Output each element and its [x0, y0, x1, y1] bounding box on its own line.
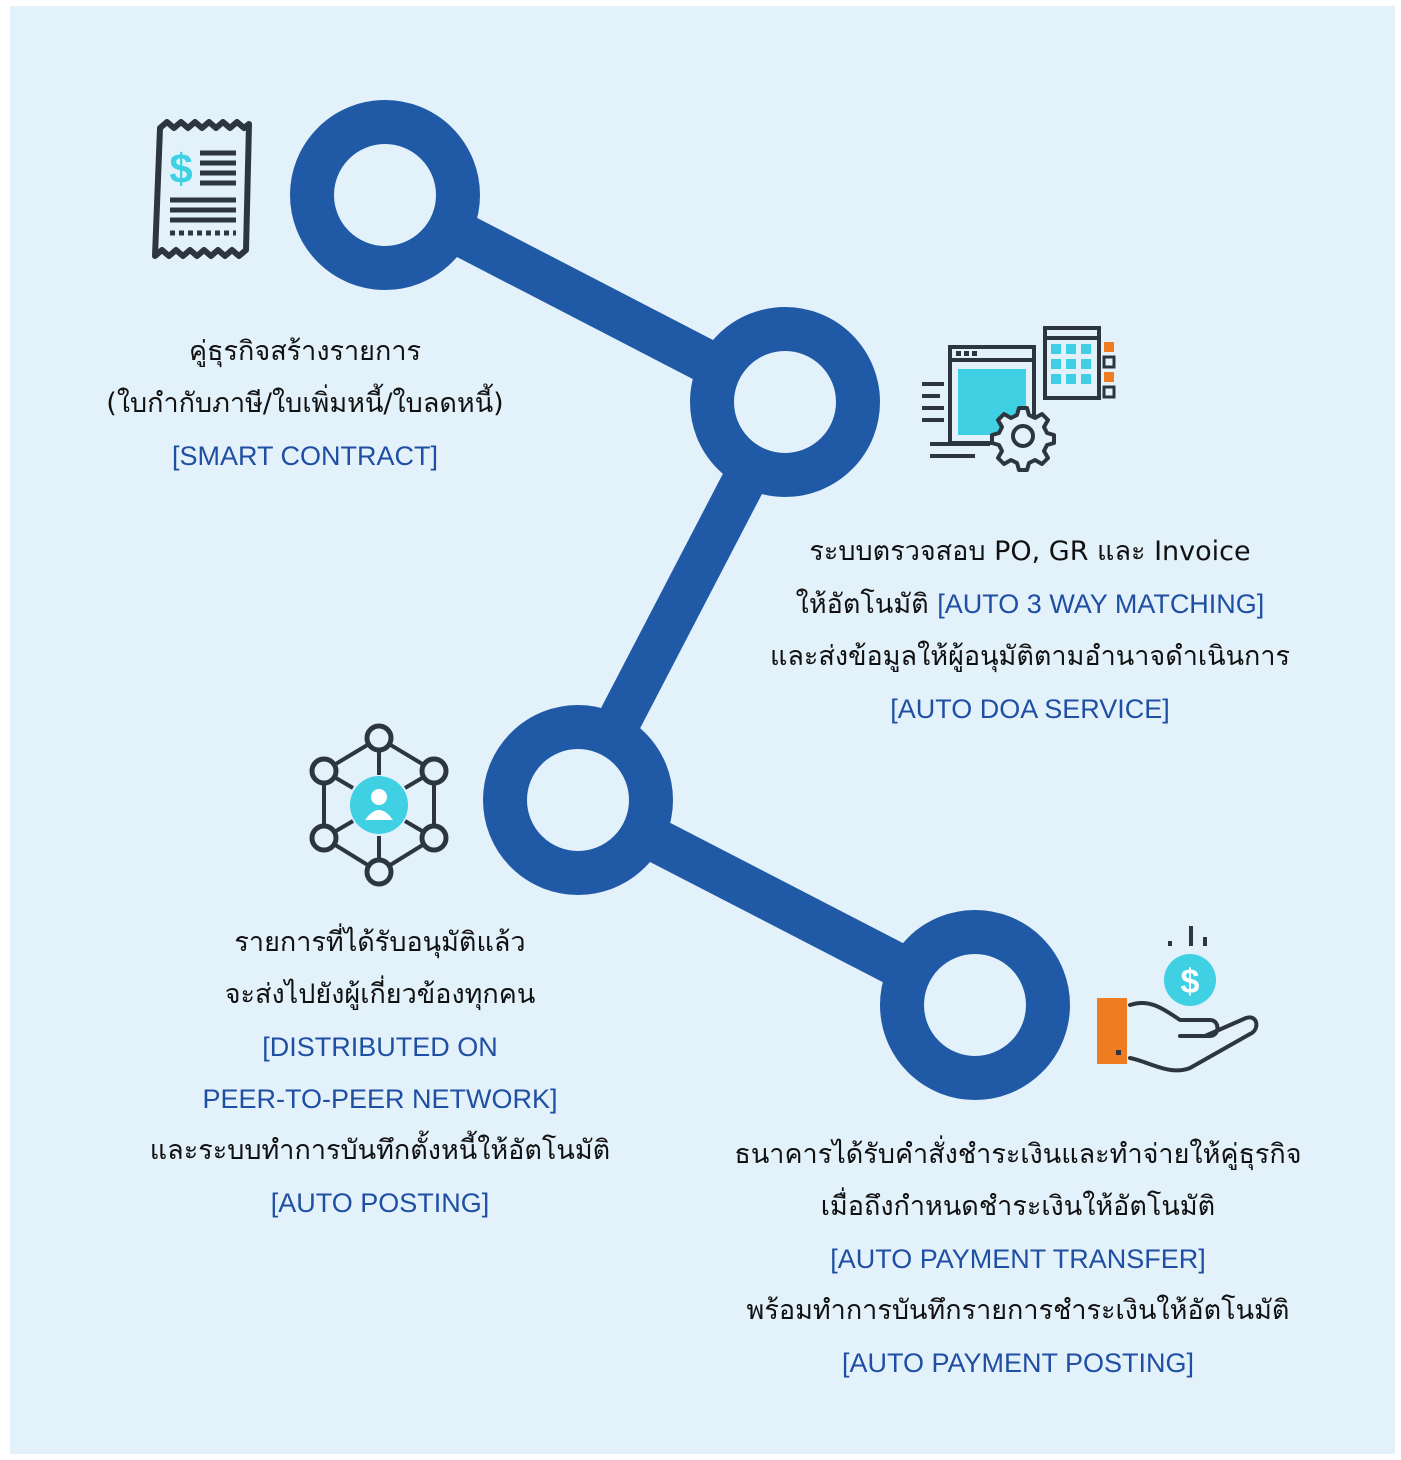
step-3-tag-line-2: PEER-TO-PEER NETWORK] — [202, 1084, 558, 1114]
step-1-tag: [SMART CONTRACT] — [171, 441, 439, 471]
step-node-2 — [690, 307, 880, 497]
step-4-line-1: ธนาคารได้รับคำสั่งชำระเงินและทำจ่ายให้คู… — [734, 1139, 1302, 1170]
step-3-line-1: รายการที่ได้รับอนุมัติแล้ว — [234, 927, 526, 958]
step-4-tag-transfer: [AUTO PAYMENT TRANSFER] — [830, 1244, 1206, 1274]
receipt-dollar-icon: $ — [152, 119, 252, 259]
hand-coin-icon: $ — [1097, 926, 1259, 1073]
step-3-tag-line-1: [DISTRIBUTED ON — [262, 1032, 498, 1062]
infographic-panel — [10, 6, 1395, 1454]
step-4-line-3: พร้อมทำการบันทึกรายการชำระเงินให้อัตโนมั… — [746, 1295, 1290, 1326]
step-3-line-3: และระบบทำการบันทึกตั้งหนี้ให้อัตโนมัติ — [149, 1135, 611, 1166]
step-node-1 — [290, 100, 480, 290]
step-1-line-2: (ใบกำกับภาษี/ใบเพิ่มหนี้/ใบลดหนี้) — [106, 388, 504, 419]
svg-text:$: $ — [169, 145, 192, 192]
step-4-tag-posting: [AUTO PAYMENT POSTING] — [841, 1348, 1195, 1378]
step-2-tag-matching: [AUTO 3 WAY MATCHING] — [937, 589, 1265, 619]
step-4-text: ธนาคารได้รับคำสั่งชำระเงินและทำจ่ายให้คู… — [700, 1129, 1336, 1389]
step-2-line-2: ให้อัตโนมัติ [AUTO 3 WAY MATCHING] — [735, 578, 1325, 631]
software-settings-icon — [922, 326, 1116, 472]
step-2-line-2-prefix: ให้อัตโนมัติ — [795, 589, 938, 620]
step-1-line-1: คู่ธุรกิจสร้างรายการ — [188, 336, 422, 367]
step-3-line-2: จะส่งไปยังผู้เกี่ยวข้องทุกคน — [224, 979, 536, 1010]
step-2-line-1: ระบบตรวจสอบ PO, GR และ Invoice — [809, 536, 1251, 567]
step-2-tag-doa: [AUTO DOA SERVICE] — [890, 694, 1170, 724]
step-2-line-3: และส่งข้อมูลให้ผู้อนุมัติตามอำนาจดำเนินก… — [769, 641, 1291, 672]
svg-text:$: $ — [1181, 963, 1200, 1001]
user-network-icon — [309, 723, 449, 887]
step-2-text: ระบบตรวจสอบ PO, GR และ Invoice ให้อัตโนม… — [735, 526, 1325, 735]
step-3-tag-posting: [AUTO POSTING] — [270, 1188, 490, 1218]
step-3-text: รายการที่ได้รับอนุมัติแล้ว จะส่งไปยังผู้… — [100, 917, 660, 1229]
step-node-4 — [880, 910, 1070, 1100]
step-node-3 — [483, 705, 673, 895]
step-1-text: คู่ธุรกิจสร้างรายการ (ใบกำกับภาษี/ใบเพิ่… — [70, 326, 540, 482]
step-4-line-2: เมื่อถึงกำหนดชำระเงินให้อัตโนมัติ — [820, 1191, 1216, 1222]
